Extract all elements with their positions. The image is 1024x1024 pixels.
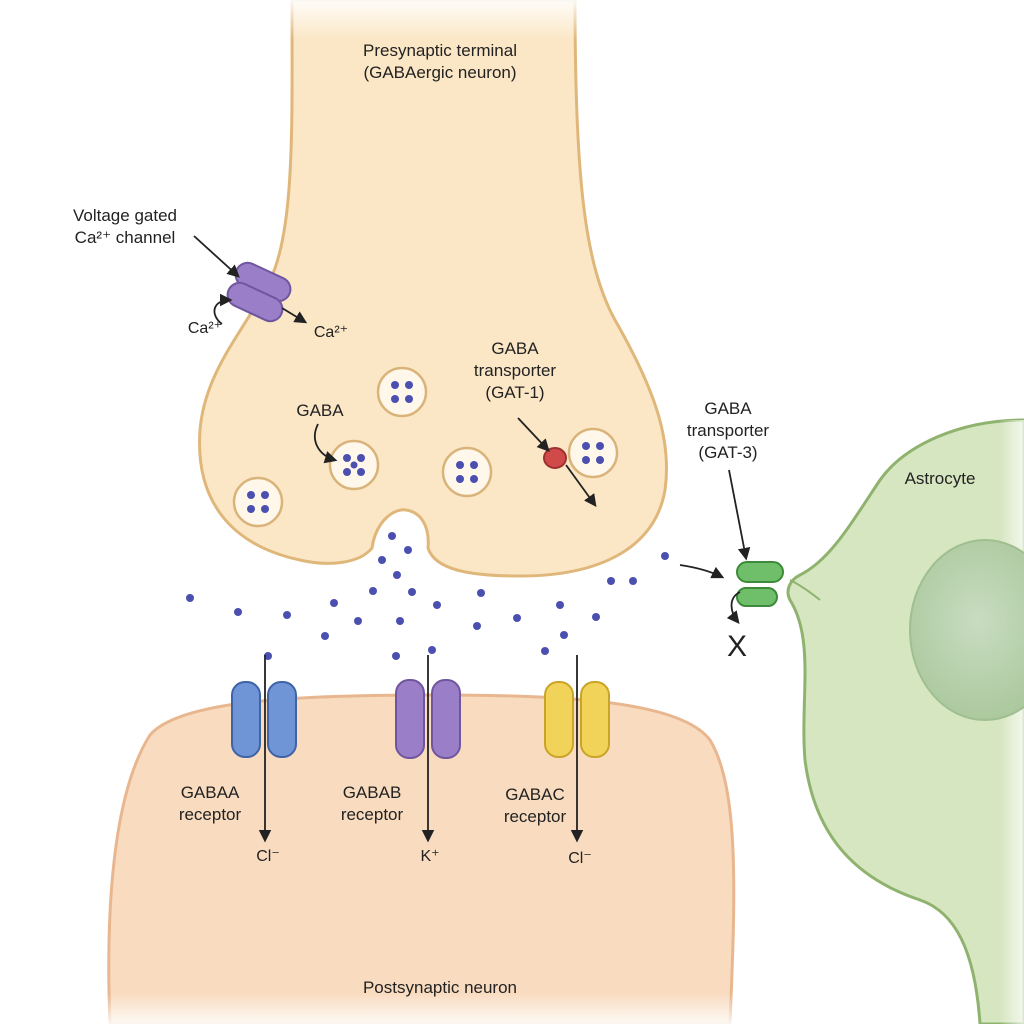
gaba-a-label-line2: receptor — [178, 805, 242, 824]
vesicle — [376, 366, 428, 418]
potassium-ion-label: K⁺ — [420, 848, 440, 865]
gaba-a-label-line1: GABAA — [180, 783, 240, 802]
gaba-b-label-line2: receptor — [340, 805, 404, 824]
gat1-uptake-arrow — [565, 464, 597, 508]
presynaptic-label-line2: (GABAergic neuron) — [363, 63, 517, 82]
gaba-label-arrow — [313, 423, 338, 464]
presynaptic-terminal-label: Presynaptic terminal (GABAergic neuron) — [330, 40, 550, 84]
chloride-ion-label-a: Cl⁻ — [256, 848, 280, 865]
gat3-uptake-arrow — [679, 564, 725, 579]
gat3-label: GABA transporter (GAT-3) — [668, 398, 788, 464]
vgcc-label-line1: Voltage gated — [73, 206, 177, 225]
gat1-label-line2: transporter — [473, 361, 557, 380]
gat3-transporter — [736, 561, 784, 607]
vgcc-label-arrow — [193, 235, 240, 278]
chloride-ion-label-c: Cl⁻ — [568, 850, 592, 867]
gaba-c-receptor-label: GABAC receptor — [490, 784, 580, 828]
gaba-c-receptor — [544, 681, 610, 758]
astrocyte-label: Astrocyte — [904, 469, 976, 488]
blocked-uptake-mark: X — [726, 630, 747, 663]
presynaptic-terminal — [198, 0, 669, 578]
gat3-label-line1: GABA — [704, 399, 752, 418]
vgcc-label: Voltage gated Ca²⁺ channel — [50, 205, 200, 249]
gaba-b-receptor — [395, 679, 461, 759]
gat1-label-line3: (GAT-1) — [485, 383, 545, 402]
gaba-a-receptor — [231, 681, 297, 758]
gaba-b-label-line1: GABAB — [342, 783, 402, 802]
vesicle — [567, 427, 619, 479]
gat1-label: GABA transporter (GAT-1) — [455, 338, 575, 404]
gat3-label-line3: (GAT-3) — [698, 443, 758, 462]
gat3-label-arrow — [728, 469, 751, 561]
astrocyte-cell — [786, 418, 1024, 1024]
gaba-label: GABA — [296, 401, 344, 420]
flow-arrows — [193, 235, 751, 843]
vesicle — [232, 476, 284, 528]
vesicle — [441, 446, 493, 498]
gat1-label-line1: GABA — [491, 339, 539, 358]
voltage-gated-calcium-channel — [226, 261, 292, 323]
calcium-out-label: Ca²⁺ — [313, 324, 349, 341]
vesicle — [328, 439, 380, 491]
gaba-a-receptor-label: GABAA receptor — [165, 782, 255, 826]
gat3-label-line2: transporter — [686, 421, 770, 440]
synaptic-vesicles — [232, 366, 619, 528]
gat1-transporter — [543, 447, 567, 469]
calcium-in-label: Ca²⁺ — [187, 320, 223, 337]
released-gaba-molecules — [186, 532, 669, 660]
vgcc-label-line2: Ca²⁺ channel — [74, 228, 176, 247]
postsynaptic-neuron-label: Postsynaptic neuron — [362, 978, 518, 997]
gat1-label-arrow — [517, 417, 550, 452]
calcium-out-arrow — [281, 307, 308, 324]
gaba-c-label-line1: GABAC — [505, 785, 565, 804]
calcium-influx-arrow — [213, 293, 233, 325]
astrocyte-nucleus — [909, 539, 1024, 721]
gaba-b-receptor-label: GABAB receptor — [327, 782, 417, 826]
gaba-c-label-line2: receptor — [503, 807, 567, 826]
gat3-block-arrow — [726, 591, 741, 624]
presynaptic-label-line1: Presynaptic terminal — [362, 41, 517, 60]
